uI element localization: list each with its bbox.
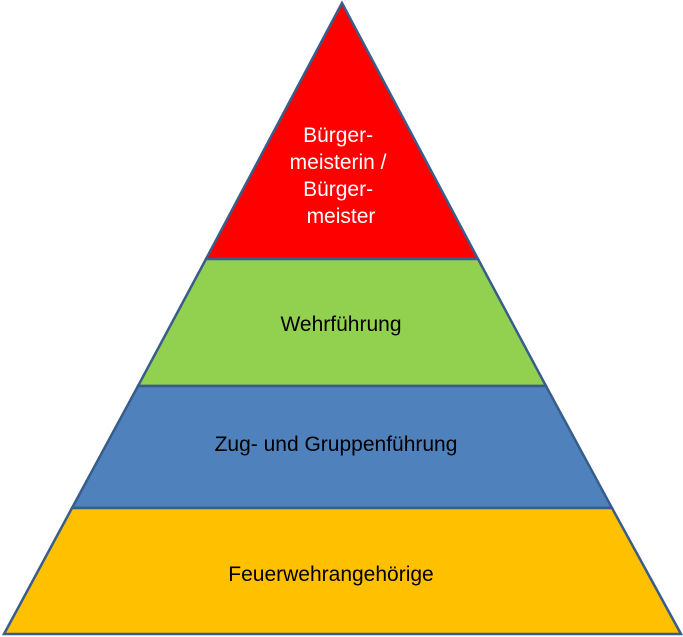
tier-angehoerige-shape (1, 506, 683, 636)
tier-top-line-1: Bürger- (303, 124, 373, 147)
tier-wehrfuehrung-label: Wehrführung (280, 313, 401, 336)
tier-angehoerige-label: Feuerwehrangehörige (228, 563, 433, 586)
tier-wehrfuehrung-line-1: Wehrführung (280, 313, 401, 336)
tier-zug-gruppe-label: Zug- und Gruppenführung (215, 433, 458, 456)
tier-top-line-4: meister (307, 205, 376, 228)
tier-top-line-3: Bürger- (303, 178, 373, 201)
tier-top-label: Bürger- meisterin / Bürger- meister (290, 124, 393, 228)
tier-top-line-2: meisterin / (290, 151, 387, 174)
tier-angehoerige-line-1: Feuerwehrangehörige (228, 563, 433, 586)
tier-zug-gruppe-line-1: Zug- und Gruppenführung (215, 433, 458, 456)
